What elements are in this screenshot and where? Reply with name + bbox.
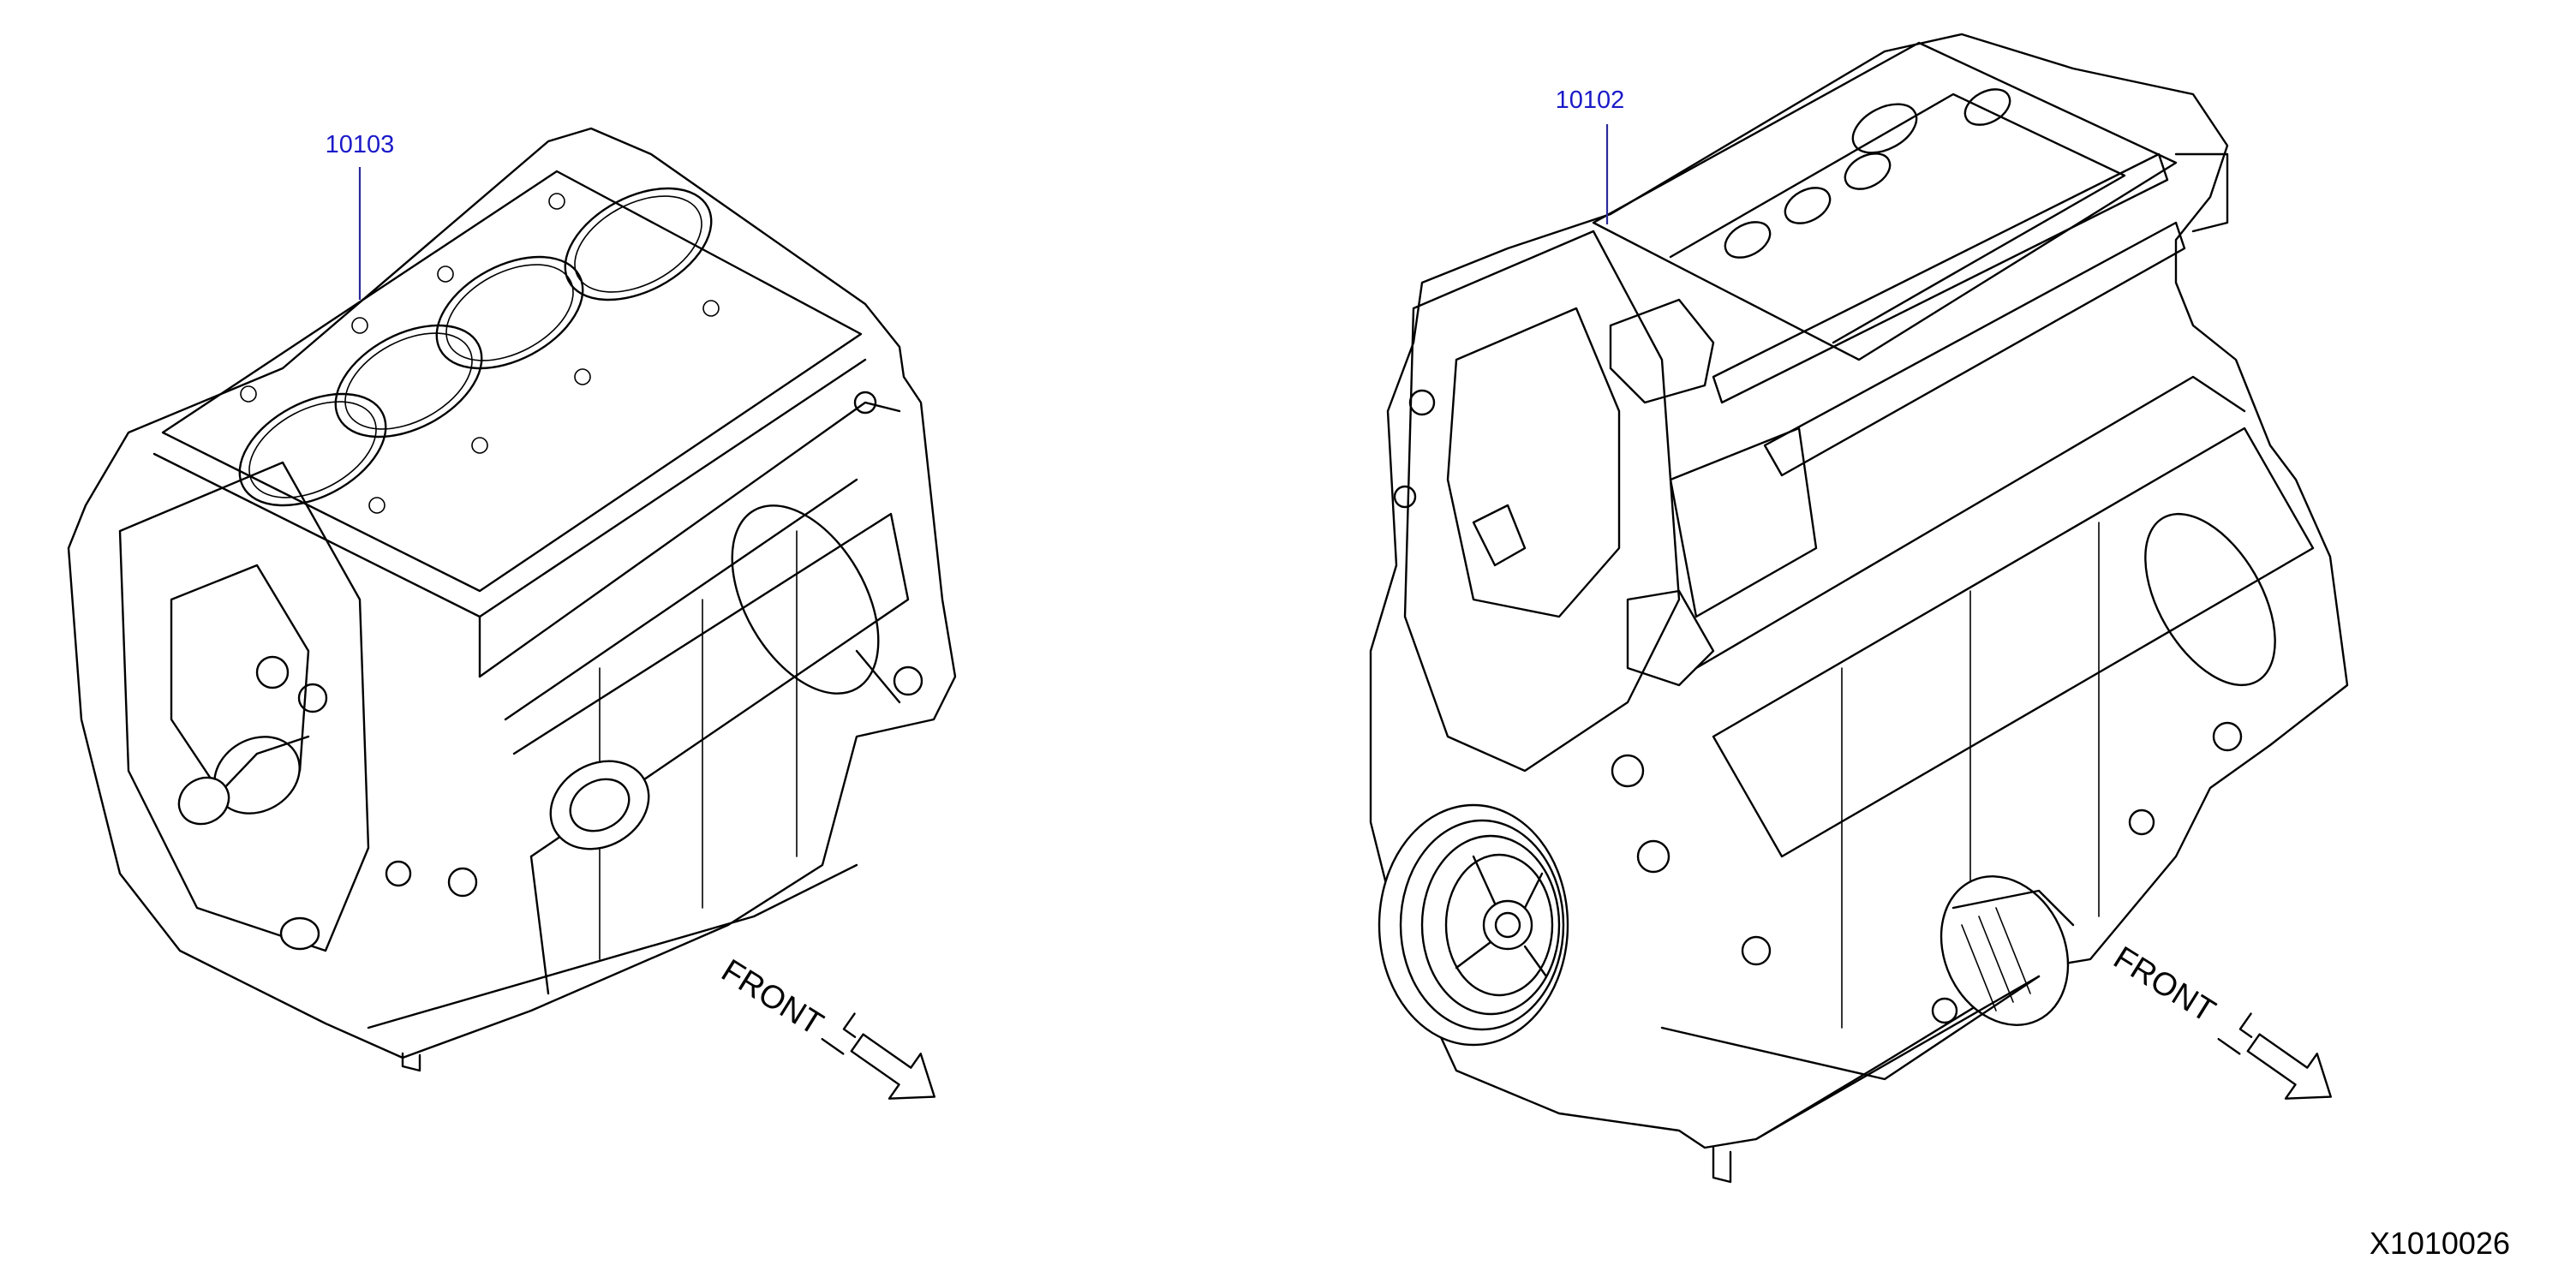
part-number-short-block[interactable]: 10103 (326, 131, 395, 158)
short-block-illustration (67, 127, 957, 1072)
complete-engine-illustration (1369, 33, 2349, 1184)
front-indicator-left: FRONT (715, 952, 935, 1100)
part-number-complete-engine[interactable]: 10102 (1556, 87, 1625, 114)
diagram-reference-code: X1010026 (2370, 1226, 2510, 1261)
front-label: FRONT (2107, 940, 2221, 1029)
front-indicator-right: FRONT (2107, 940, 2332, 1100)
front-arrow-icon (821, 1012, 935, 1100)
front-arrow-icon (2217, 1012, 2332, 1100)
front-label: FRONT (715, 952, 829, 1042)
